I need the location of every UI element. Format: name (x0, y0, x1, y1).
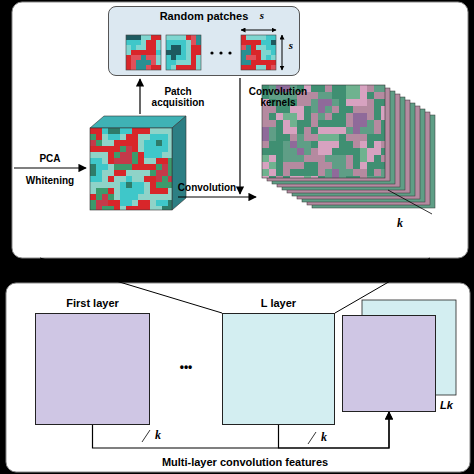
step-label: PCA (39, 153, 60, 164)
depth-label: k (155, 429, 161, 442)
node-label: Lk (440, 399, 453, 411)
node-label: L layer (261, 297, 296, 309)
layer-map: L layer (222, 313, 335, 425)
patch (166, 35, 201, 70)
caption-label: Multi-layer convolution features (162, 456, 328, 468)
patch (126, 35, 161, 70)
stacked-maps: Lk (342, 315, 436, 412)
step-label: Whitening (26, 175, 74, 186)
node-label: Random patches (160, 10, 249, 22)
patches-box: Random patches (108, 6, 300, 76)
step-label: Patch acquisition (146, 86, 210, 108)
depth-label: k (321, 431, 327, 444)
depth-label: k (397, 217, 403, 230)
step-label: Convolution (178, 182, 236, 193)
depth-line (388, 190, 432, 214)
depth-tick (308, 432, 316, 444)
patch (241, 35, 276, 70)
size-label: s (289, 39, 293, 51)
kernel-arrow (239, 78, 240, 194)
pca-arrow (14, 167, 86, 168)
bottom-panel (6, 283, 470, 472)
size-label: s (260, 9, 264, 21)
step-label: Convolution kernels (245, 86, 311, 108)
depth-tick (142, 430, 150, 442)
patch-arrow (139, 79, 140, 114)
ellipsis: ••• (180, 361, 193, 374)
hsi-cube (90, 116, 186, 210)
zoom-line (40, 258, 222, 313)
node-label: First layer (66, 297, 119, 309)
top-panel (12, 2, 468, 258)
layer-map: First layer (35, 313, 150, 425)
convolution-arrow (178, 196, 256, 197)
